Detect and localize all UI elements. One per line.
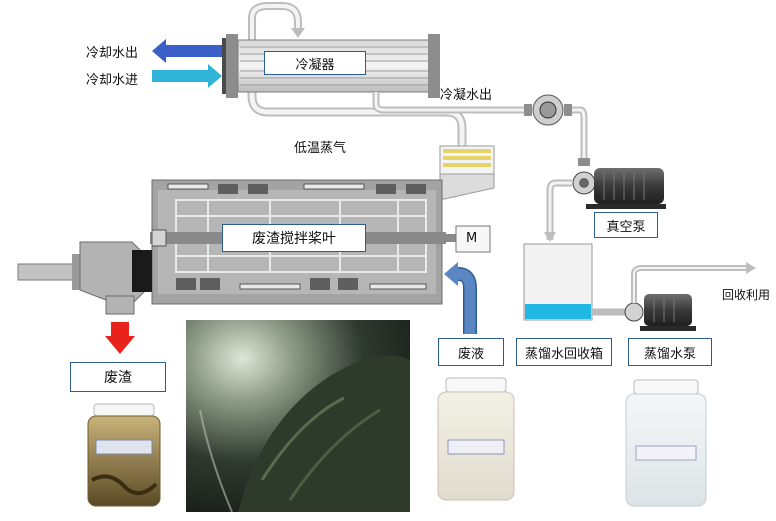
drive-housing bbox=[17, 241, 153, 315]
motor bbox=[444, 225, 491, 253]
vapor-pipe bbox=[247, 92, 467, 148]
recovery-tank bbox=[523, 243, 593, 321]
cooling-water-out-label: 冷却水出 bbox=[86, 46, 139, 61]
waste-liquid-arrow bbox=[444, 262, 477, 334]
distilled-water-pump bbox=[624, 294, 696, 331]
recovery-tank-label: 蒸馏水回收箱 bbox=[516, 338, 612, 366]
return-pipe bbox=[248, 1, 302, 40]
valve bbox=[524, 94, 572, 126]
waste-liquid-label: 废液 bbox=[438, 338, 504, 366]
waste-liquid-jar bbox=[437, 377, 515, 501]
motor-label: M bbox=[466, 231, 478, 246]
vacuum-pump-label: 真空泵 bbox=[594, 212, 658, 238]
condensate-out-label: 冷凝水出 bbox=[440, 88, 493, 103]
residue-label: 废渣 bbox=[70, 362, 166, 392]
condenser-label: 冷凝器 bbox=[264, 51, 366, 75]
distilled-pump-label: 蒸馏水泵 bbox=[628, 338, 712, 366]
residue-jar bbox=[87, 403, 161, 507]
low-temp-steam-label: 低温蒸气 bbox=[294, 141, 347, 156]
paddle-label: 废渣搅拌桨叶 bbox=[222, 224, 366, 252]
heat-exchanger-coil bbox=[439, 145, 495, 201]
recycle-label: 回收利用 bbox=[722, 288, 771, 302]
cooling-water-in-label: 冷却水进 bbox=[86, 73, 139, 88]
vacuum-pump bbox=[572, 158, 666, 209]
cooling-water-out-arrow bbox=[152, 39, 222, 63]
residue-photo bbox=[186, 320, 410, 513]
distilled-water-jar bbox=[625, 379, 707, 507]
residue-arrow bbox=[105, 322, 135, 354]
cooling-water-in-arrow bbox=[152, 64, 222, 88]
